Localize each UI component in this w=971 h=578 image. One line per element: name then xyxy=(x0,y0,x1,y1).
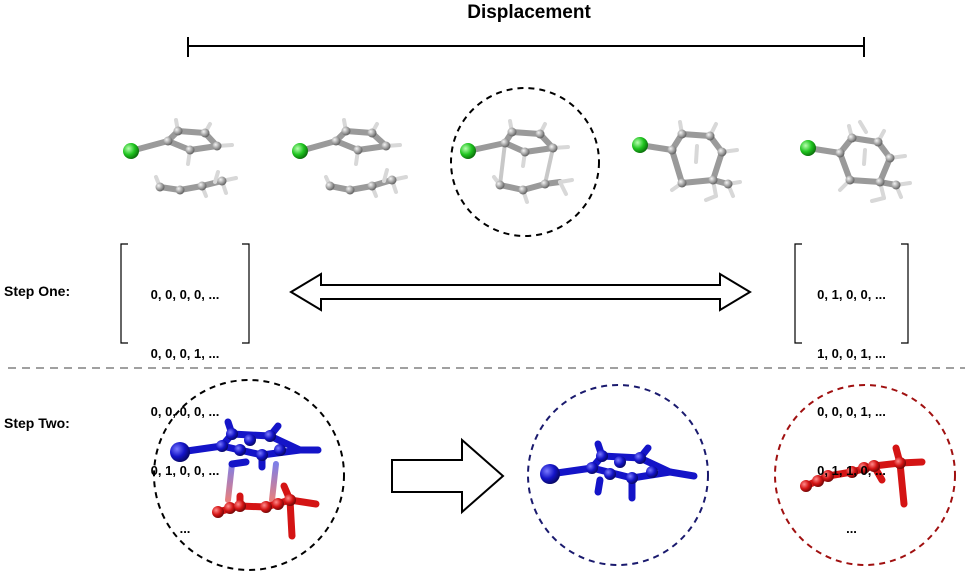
molecule-frame-1 xyxy=(123,118,238,198)
matrix-row: 0, 0, 0, 1, ... xyxy=(150,345,220,361)
molecule-frame-5 xyxy=(800,120,912,203)
chlorine-atom xyxy=(123,143,139,159)
matrix-row: 0, 0, 0, 1, ... xyxy=(817,404,886,419)
matrix-row: 0, 0, 0, 0, ... xyxy=(150,404,220,419)
matrix-bracket-right xyxy=(794,243,909,344)
molecule-frame-4 xyxy=(632,120,742,202)
matrix-row: 0, 0, 0, 0, ... xyxy=(150,287,220,302)
fragment-b-molecule xyxy=(800,444,926,508)
fragment-a-circle xyxy=(527,384,709,566)
chlorine-atom xyxy=(460,143,476,159)
matrix-row: 0, 1, 0, 0, ... xyxy=(150,462,220,478)
matrix-row: ... xyxy=(846,521,857,536)
split-arrow xyxy=(391,437,505,515)
complex-circle xyxy=(153,379,345,571)
complex-molecule xyxy=(170,418,322,540)
chlorine-atom xyxy=(800,140,816,156)
matrix-bracket-left xyxy=(120,243,250,344)
step-two-label: Step Two: xyxy=(4,415,70,431)
matrix-row: 1, 0, 0, 1, ... xyxy=(817,345,886,361)
molecule-frame-3 xyxy=(460,119,574,204)
chlorine-atom xyxy=(292,143,308,159)
chlorine-atom xyxy=(632,137,648,153)
fragment-a-molecule xyxy=(540,440,698,502)
step-one-label: Step One: xyxy=(4,283,71,299)
matrix-row: 0, 1, 1, 0, ... xyxy=(817,462,886,478)
fragment-b-circle xyxy=(774,384,956,566)
matrix-left: 0, 0, 0, 0, ... 0, 0, 0, 1, ... 0, 0, 0,… xyxy=(128,246,242,578)
highlight-circle-step-one xyxy=(450,87,600,237)
displacement-title: Displacement xyxy=(467,2,591,23)
matrix-row: 0, 1, 0, 0, ... xyxy=(817,287,886,302)
matrix-right: 0, 1, 0, 0, ... 1, 0, 0, 1, ... 0, 0, 0,… xyxy=(802,246,901,578)
molecule-frame-2 xyxy=(292,118,408,198)
double-arrow xyxy=(289,272,752,312)
matrix-row: ... xyxy=(179,521,191,536)
displacement-bar xyxy=(187,37,865,57)
